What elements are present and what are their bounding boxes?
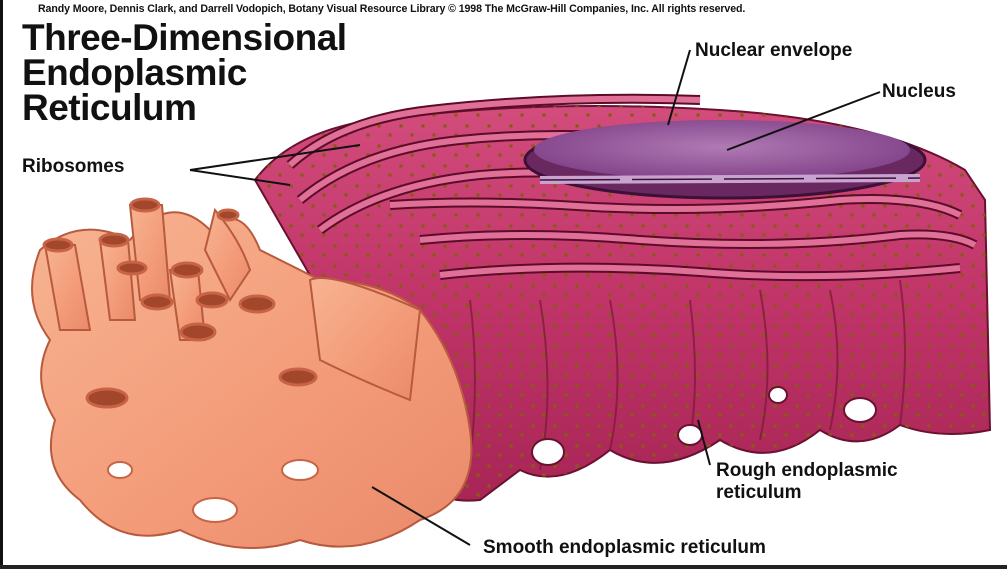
label-nucleus: Nucleus bbox=[882, 81, 956, 103]
title-line-1: Three-Dimensional bbox=[22, 20, 347, 55]
label-ribosomes: Ribosomes bbox=[22, 156, 124, 178]
diagram-title: Three-Dimensional Endoplasmic Reticulum bbox=[22, 20, 347, 125]
label-nuclear-envelope: Nuclear envelope bbox=[695, 40, 852, 62]
title-line-2: Endoplasmic bbox=[22, 55, 347, 90]
label-rough-er-line-2: reticulum bbox=[716, 482, 802, 504]
credit-line: Randy Moore, Dennis Clark, and Darrell V… bbox=[38, 3, 745, 15]
label-smooth-er: Smooth endoplasmic reticulum bbox=[483, 537, 766, 559]
title-line-3: Reticulum bbox=[22, 90, 347, 125]
nucleus-disc bbox=[525, 120, 925, 198]
label-rough-er-line-1: Rough endoplasmic bbox=[716, 460, 898, 482]
bottom-border bbox=[0, 565, 1007, 569]
